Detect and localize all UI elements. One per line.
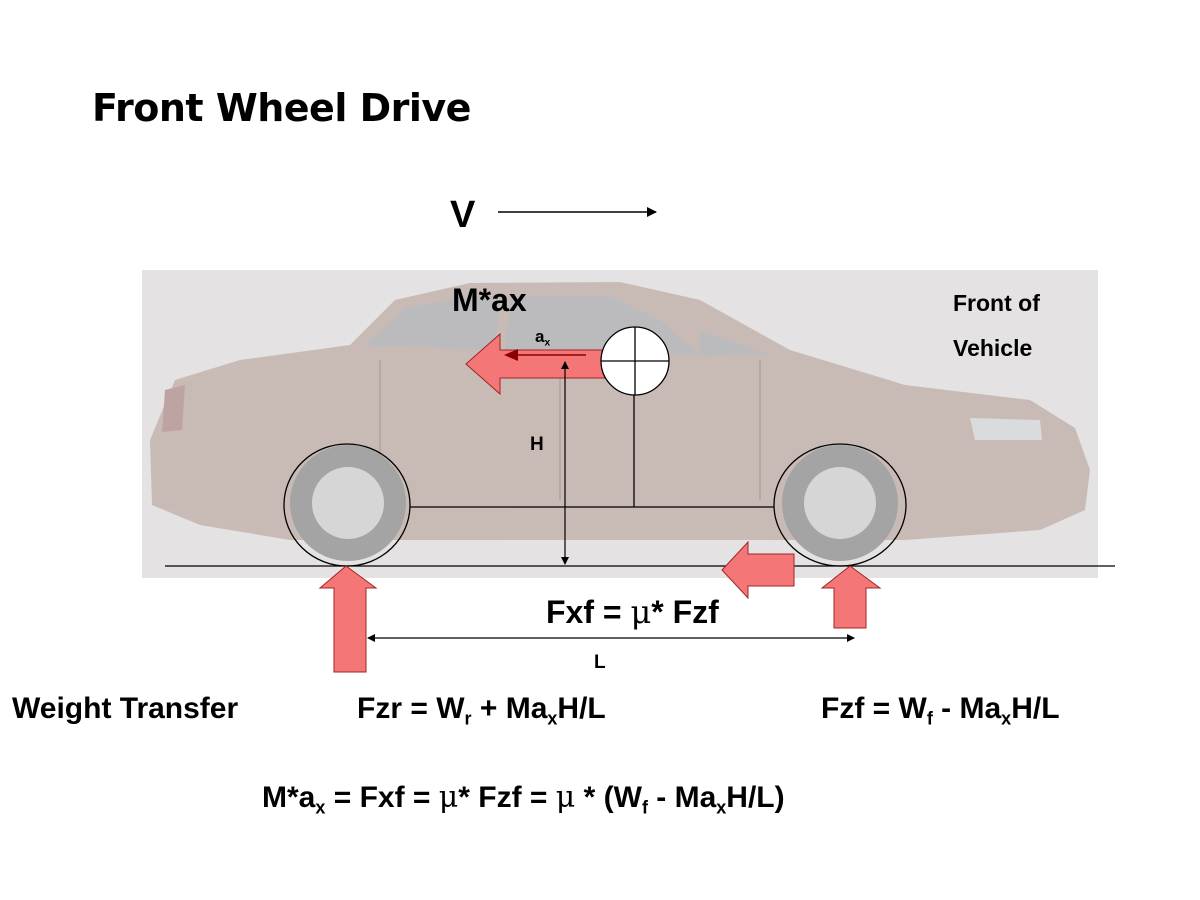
car-silhouette	[150, 282, 1090, 561]
length-label: L	[594, 652, 606, 673]
weight-transfer-label: Weight Transfer	[12, 692, 239, 725]
ax-label: ax	[535, 327, 551, 349]
front-normal-force-equation: Fzf = Wf - MaxH/L	[821, 692, 1060, 729]
traction-force-arrow	[721, 540, 795, 600]
front-of-vehicle-line1: Front of	[953, 290, 1040, 316]
inertia-label: M*ax	[452, 282, 527, 318]
rear-wheel	[283, 443, 411, 567]
velocity-label: V	[450, 194, 476, 236]
front-of-vehicle-line2: Vehicle	[953, 335, 1033, 361]
height-label: H	[530, 434, 544, 455]
traction-force-equation: Fxf = μ* Fzf	[546, 593, 719, 631]
summary-equation: M*ax = Fxf = μ* Fzf = μ * (Wf - MaxH/L)	[262, 780, 785, 818]
car-image-panel	[142, 270, 1098, 578]
rear-normal-force-equation: Fzr = Wr + MaxH/L	[357, 692, 606, 729]
front-normal-force-arrow	[820, 565, 882, 629]
rear-normal-force-arrow	[318, 565, 378, 673]
front-wheel	[773, 443, 907, 567]
page-title: Front Wheel Drive	[92, 86, 471, 130]
